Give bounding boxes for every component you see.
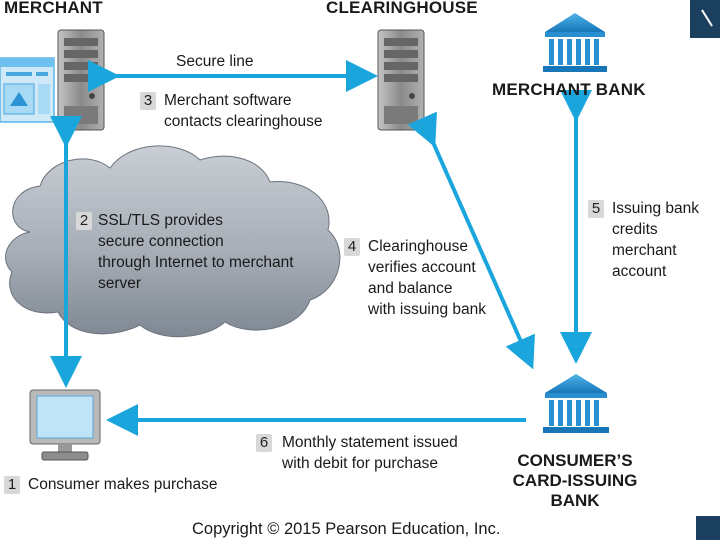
step-text-line: merchant: [612, 242, 677, 259]
clearinghouse-server-icon: [377, 29, 425, 131]
copyright-notice: Copyright © 2015 Pearson Education, Inc.: [192, 520, 501, 538]
step-text-line: SSL/TLS provides: [98, 212, 223, 229]
step-text-line: and balance: [368, 280, 453, 297]
consumer-bank-title-line: BANK: [550, 491, 600, 510]
step-text-line: Merchant software: [164, 92, 292, 109]
consumer-bank-title-line: CARD-ISSUING: [512, 471, 638, 490]
step-text-line: with debit for purchase: [282, 455, 438, 472]
step-text-line: through Internet to merchant: [98, 254, 294, 271]
clearinghouse-title: CLEARINGHOUSE: [326, 0, 478, 17]
step-text-line: verifies account: [368, 259, 476, 276]
merchant-title: MERCHANT: [4, 0, 103, 17]
step-1: 1 Consumer makes purchase: [4, 474, 218, 495]
step-number: 5: [588, 200, 604, 218]
step-text-line: contacts clearinghouse: [164, 113, 323, 130]
step-number: 1: [4, 476, 20, 494]
consumer-bank-title: CONSUMER’S CARD-ISSUING BANK: [495, 451, 655, 511]
step-text-line: Issuing bank: [612, 200, 700, 217]
merchant-bank-icon: [543, 13, 607, 72]
step-3: 3 Merchant software contacts clearinghou…: [140, 90, 323, 132]
consumer-computer-icon: [29, 389, 101, 461]
card-issuing-bank-icon: [543, 374, 609, 433]
step-text-line: account: [612, 263, 667, 280]
step-text-line: Clearinghouse: [368, 238, 468, 255]
step-number: 4: [344, 238, 360, 256]
slide-corner-decoration: [690, 0, 720, 540]
verify-account-arrow: [407, 111, 535, 370]
step-number: 3: [140, 92, 156, 110]
secure-line-label: Secure line: [176, 53, 254, 70]
step-text-line: Consumer makes purchase: [28, 476, 218, 493]
step-text-line: secure connection: [98, 233, 224, 250]
web-page-icon: [0, 57, 55, 123]
merchant-server-icon: [57, 29, 105, 131]
step-number: 6: [256, 434, 272, 452]
merchant-bank-title: MERCHANT BANK: [492, 80, 646, 99]
step-text-line: credits: [612, 221, 658, 238]
step-6: 6 Monthly statement issued with debit fo…: [256, 432, 458, 474]
consumer-bank-title-line: CONSUMER’S: [517, 451, 633, 470]
step-5: 5 Issuing bank credits merchant account: [588, 198, 699, 282]
step-text-line: with issuing bank: [368, 301, 487, 318]
step-text-line: server: [98, 275, 142, 292]
step-4: 4 Clearinghouse verifies account and bal…: [344, 236, 486, 320]
step-text-line: Monthly statement issued: [282, 434, 458, 451]
step-2: 2 SSL/TLS provides secure connection thr…: [76, 210, 294, 294]
flow-arrows: [50, 60, 592, 436]
step-number: 2: [76, 212, 92, 230]
